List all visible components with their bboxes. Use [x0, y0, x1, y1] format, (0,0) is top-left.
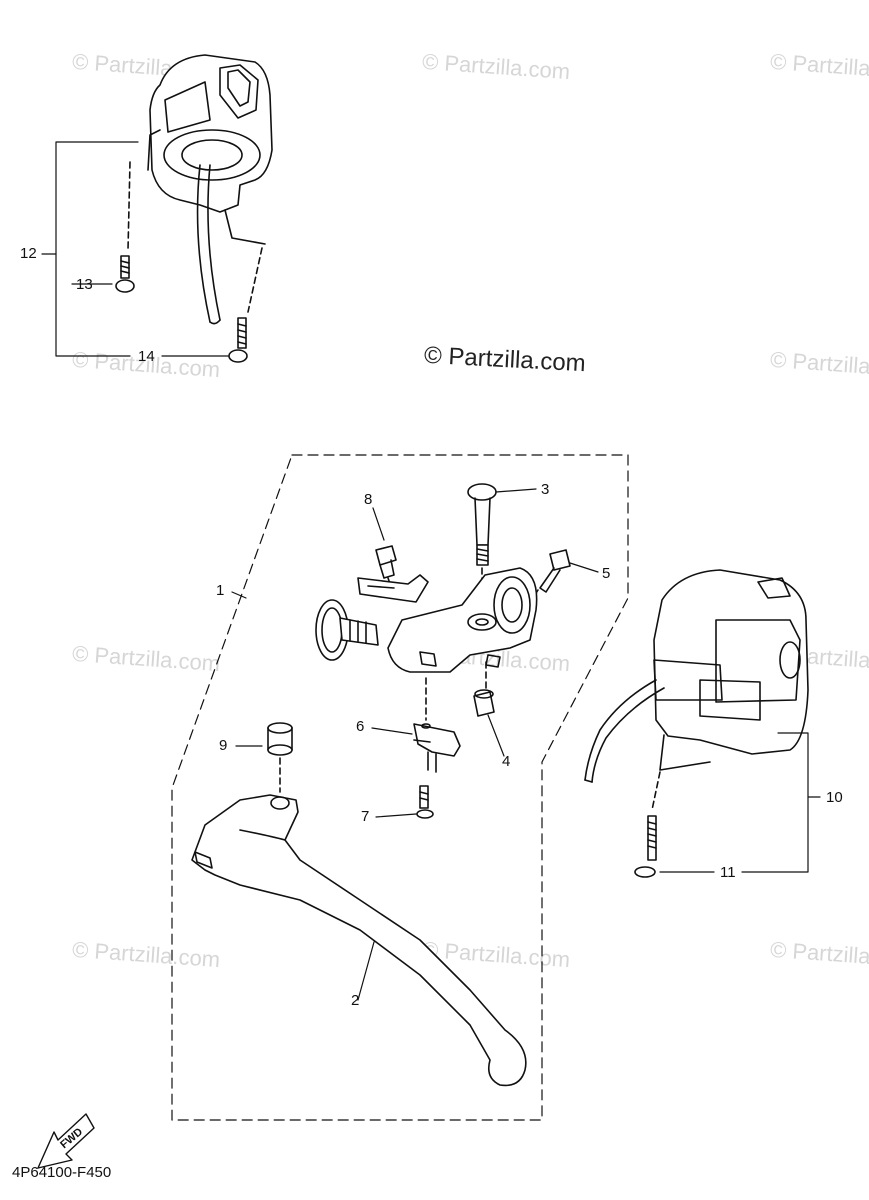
callout-1: 1: [216, 582, 225, 599]
callout-13: 13: [76, 276, 93, 293]
screw-11: [634, 771, 661, 878]
callout-14: 14: [138, 348, 155, 365]
callout-7: 7: [361, 808, 370, 825]
fwd-arrow-icon: FWD: [37, 1113, 95, 1169]
left-switch-assembly: [147, 54, 273, 325]
callout-8: 8: [364, 491, 373, 508]
lever-2: [191, 794, 527, 1087]
callout-2: 2: [351, 992, 360, 1009]
callout-3: 3: [541, 481, 550, 498]
plate-6: [357, 574, 429, 603]
lever-assembly-boundary: [171, 454, 629, 1121]
callout-4: 4: [502, 753, 511, 770]
callout-6: 6: [356, 718, 365, 735]
callout-5: 5: [602, 565, 611, 582]
diagram-code: 4P64100-F450: [12, 1164, 112, 1181]
switch-6: [371, 677, 461, 773]
callout-12: 12: [20, 245, 37, 262]
callout-11: 11: [720, 864, 736, 881]
callout-10: 10: [826, 789, 843, 806]
right-switch-assembly: [584, 569, 809, 783]
callout-9: 9: [219, 737, 228, 754]
bolt-3: [467, 483, 537, 611]
collar-9: [235, 722, 293, 793]
nut-4: [473, 661, 505, 757]
screw-7: [375, 785, 434, 819]
lever-holder: [387, 567, 538, 673]
screw-13: [115, 161, 135, 293]
screw-14: [228, 247, 263, 363]
adjuster-knob: [315, 599, 379, 661]
